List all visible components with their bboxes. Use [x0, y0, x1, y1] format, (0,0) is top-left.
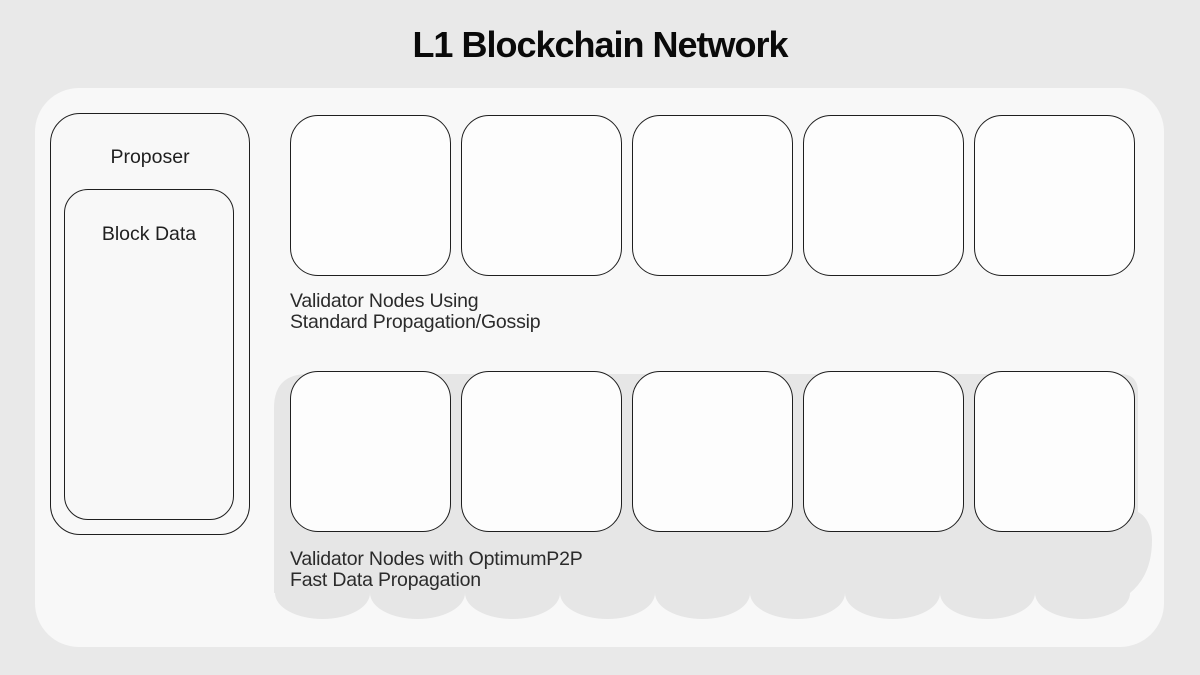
validator-row-standard [290, 115, 1135, 276]
validator-row-optimum-label: Validator Nodes with OptimumP2P Fast Dat… [290, 549, 583, 591]
label-line: Standard Propagation/Gossip [290, 311, 541, 333]
validator-node [974, 115, 1135, 276]
validator-node [803, 115, 964, 276]
validator-node [461, 115, 622, 276]
validator-node [461, 371, 622, 532]
validator-node [290, 371, 451, 532]
label-line: Validator Nodes Using [290, 290, 479, 312]
validator-node [803, 371, 964, 532]
label-line: Validator Nodes with OptimumP2P [290, 548, 583, 570]
block-data-label: Block Data [101, 223, 197, 245]
validator-row-optimum [290, 371, 1135, 532]
validator-node [290, 115, 451, 276]
validator-node [632, 115, 793, 276]
proposer-label: Proposer [110, 146, 190, 168]
validator-row-standard-label: Validator Nodes Using Standard Propagati… [290, 290, 541, 333]
network-panel: Proposer Block Data Validator Nodes Usin… [35, 88, 1164, 647]
validator-node [632, 371, 793, 532]
label-line: Fast Data Propagation [290, 569, 481, 591]
validator-node [974, 371, 1135, 532]
block-data-box: Block Data [64, 189, 234, 520]
proposer-box: Proposer Block Data [50, 113, 250, 535]
diagram-title: L1 Blockchain Network [412, 24, 788, 65]
